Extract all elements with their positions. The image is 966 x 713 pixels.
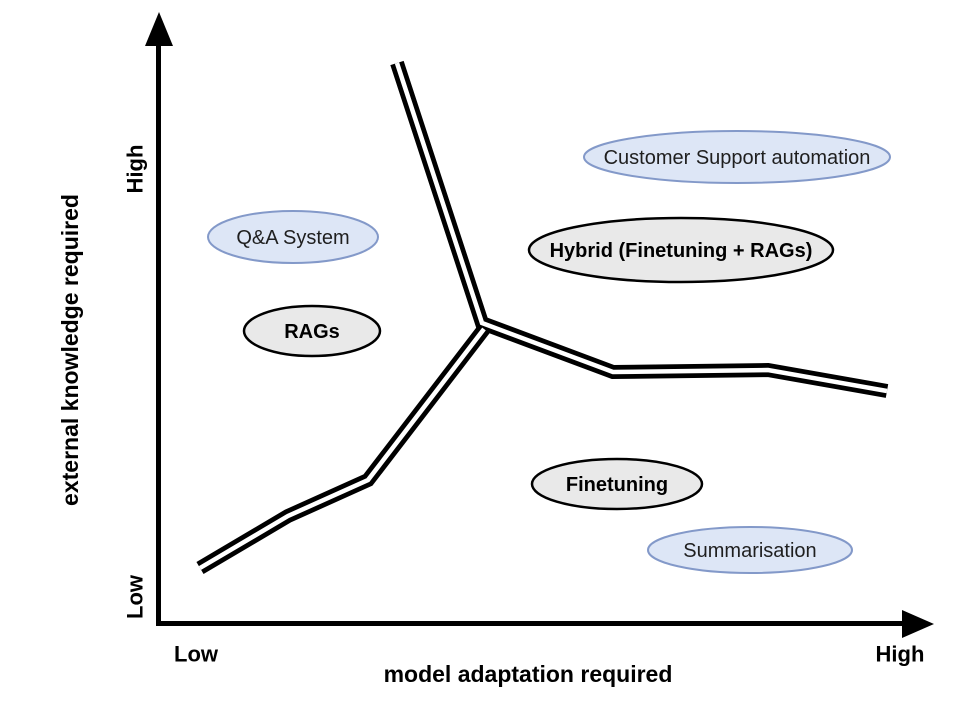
x-axis-high-tick: High <box>876 642 925 667</box>
separator-bottom-left-gap <box>198 327 486 570</box>
summarisation-label: Summarisation <box>683 540 816 562</box>
separator-top-right-gap <box>394 62 888 394</box>
x-axis-low-tick: Low <box>174 642 219 667</box>
x-axis-arrow-icon <box>902 610 934 638</box>
y-axis-title: external knowledge required <box>57 194 83 506</box>
x-axis <box>156 610 934 638</box>
rags-label: RAGs <box>284 321 340 343</box>
y-axis-arrow-icon <box>145 12 173 46</box>
y-axis-high-tick: High <box>123 145 148 194</box>
hybrid-ellipse <box>527 216 835 284</box>
qa-system-label: Q&A System <box>236 227 349 249</box>
x-axis-title: model adaptation required <box>384 661 673 687</box>
hybrid-label: Hybrid (Finetuning + RAGs) <box>550 240 813 262</box>
node-rags: RAGs <box>242 304 382 358</box>
node-hybrid: Hybrid (Finetuning + RAGs) <box>527 216 835 284</box>
qa-system-ellipse <box>207 210 379 264</box>
finetuning-label: Finetuning <box>566 474 668 496</box>
customer-support-ellipse <box>583 130 891 184</box>
rags-ellipse <box>242 304 382 358</box>
node-qa-system: Q&A System <box>207 210 379 264</box>
node-customer-support: Customer Support automation <box>583 130 891 184</box>
node-summarisation: Summarisation <box>647 526 853 574</box>
customer-support-label: Customer Support automation <box>604 147 871 169</box>
separator-bottom-left-black <box>196 324 490 575</box>
node-finetuning: Finetuning <box>530 457 704 511</box>
summarisation-ellipse <box>647 526 853 574</box>
y-axis-low-tick: Low <box>123 574 148 619</box>
finetuning-ellipse <box>530 457 704 511</box>
y-axis <box>145 12 173 626</box>
region-separators <box>196 60 889 575</box>
